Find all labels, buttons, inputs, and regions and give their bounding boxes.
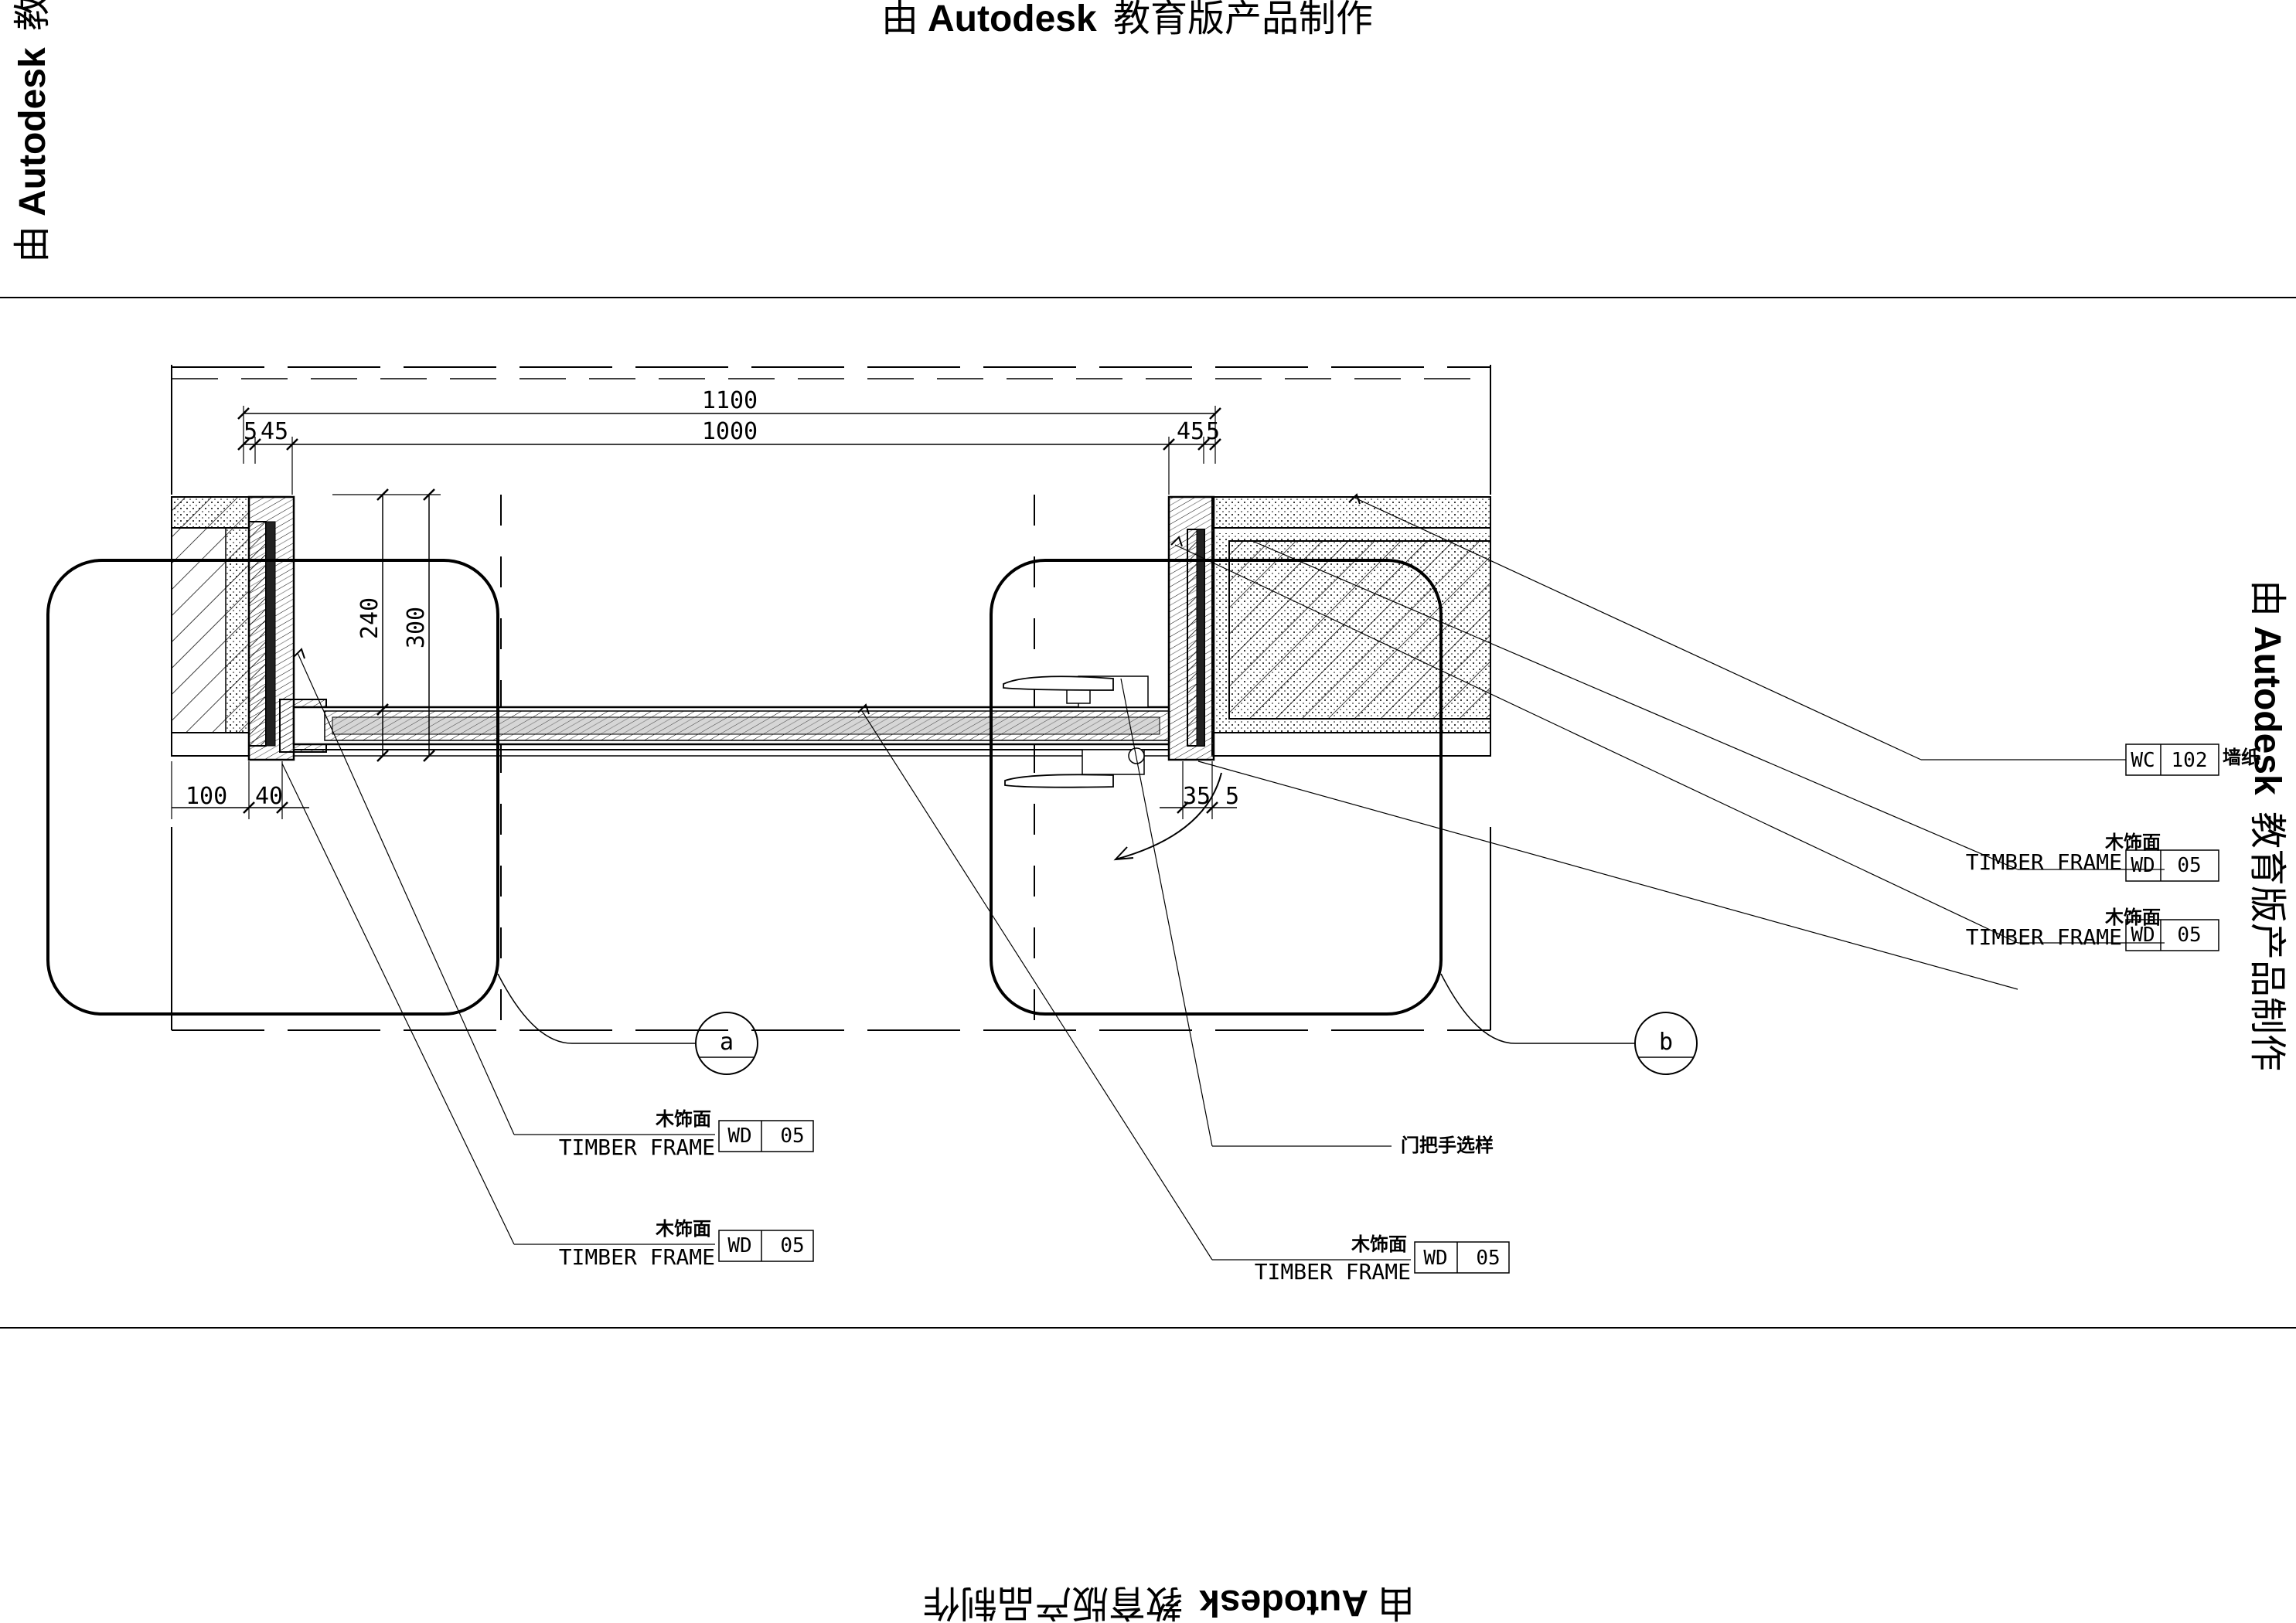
callout-timber-center-code: WD <box>1423 1247 1447 1270</box>
callout-timber-center: 木饰面 TIMBER FRAME WD 05 <box>1255 1233 1510 1284</box>
callout-timber-right-2-cn: 木饰面 <box>2104 907 2161 928</box>
watermark-top-prefix: 由 <box>881 0 918 39</box>
callout-timber-right-2: 木饰面 TIMBER FRAME WD 05 <box>1966 907 2219 951</box>
callout-timber-center-num: 05 <box>1476 1247 1500 1270</box>
callout-timber-right-1: 木饰面 TIMBER FRAME WD 05 <box>1966 832 2219 882</box>
watermark-bottom-brand: Autodesk <box>1199 1582 1368 1623</box>
callout-timber-right-2-code: WD <box>2131 924 2155 947</box>
detail-marker-a: a <box>497 973 758 1075</box>
drawing-frame <box>171 365 1491 1031</box>
dim-bottom-left-a: 100 <box>186 783 227 810</box>
section-mark-right <box>1348 493 1361 505</box>
callout-timber-left-2-cn: 木饰面 <box>655 1218 711 1240</box>
callout-timber-right-2-en: TIMBER FRAME <box>1966 924 2122 950</box>
watermark-right: 由 Autodesk 教育版产品制作 <box>2247 580 2287 1071</box>
detail-marker-b-label: b <box>1659 1029 1673 1056</box>
callout-timber-right-1-en: TIMBER FRAME <box>1966 849 2122 875</box>
watermark-top-brand: Autodesk <box>928 0 1097 39</box>
watermark-bottom-suffix: 教育版产品制作 <box>923 1582 1183 1623</box>
detail-boundary-b <box>990 559 1443 1016</box>
dim-right-offset-a: 5 <box>1206 418 1220 445</box>
dim-left-offset-b: 45 <box>261 418 288 445</box>
door-handle <box>1003 675 1149 788</box>
dim-bottom-left-b: 40 <box>255 783 283 810</box>
callout-wallpaper-note: 墙纸 <box>2223 747 2260 768</box>
door-leaf <box>292 706 1170 757</box>
callout-timber-left-1-en: TIMBER FRAME <box>559 1135 715 1160</box>
callout-wallpaper-code: WC <box>2131 749 2155 772</box>
callout-timber-left-2-code: WD <box>727 1234 751 1257</box>
callout-wallpaper-num: 102 <box>2172 749 2208 772</box>
watermark-left-suffix: 教育版产品制作 <box>12 0 53 31</box>
dim-left-offset-a: 5 <box>244 418 257 445</box>
section-mark-center <box>857 703 870 715</box>
section-mark-right-frame <box>1170 536 1183 547</box>
callout-timber-left-2: 木饰面 TIMBER FRAME WD 05 <box>559 1218 814 1270</box>
dim-door-width: 1000 <box>702 418 758 445</box>
dimension-lines <box>171 406 1237 819</box>
watermark-top-suffix: 教育版产品制作 <box>1113 0 1373 39</box>
section-mark-left <box>293 648 305 659</box>
detail-marker-a-label: a <box>720 1029 734 1056</box>
callout-timber-left-1-code: WD <box>727 1125 751 1148</box>
dim-overall-width: 1100 <box>702 387 758 414</box>
dim-bottom-right-a: 35 <box>1183 783 1211 810</box>
callout-timber-center-cn: 木饰面 <box>1351 1233 1407 1255</box>
callout-timber-right-1-num: 05 <box>2177 854 2201 877</box>
callout-timber-right-1-code: WD <box>2131 854 2155 877</box>
callout-timber-left-1: 木饰面 TIMBER FRAME WD 05 <box>559 1108 814 1160</box>
watermark-bottom: 由 Autodesk 教育版产品制作 <box>923 1582 1415 1623</box>
dim-vertical-a: 240 <box>356 597 383 639</box>
dim-bottom-right-b: 5 <box>1225 783 1239 810</box>
leader-lines <box>281 496 2165 1261</box>
watermark-left: 由 Autodesk 教育版产品制作 <box>12 0 53 263</box>
handle-selection-note: 门把手选样 <box>1401 1135 1494 1156</box>
watermark-top: 由 Autodesk 教育版产品制作 <box>881 0 1373 39</box>
watermark-right-prefix: 由 <box>2247 580 2287 617</box>
dim-right-offset-b: 45 <box>1177 418 1204 445</box>
dim-vertical-b: 300 <box>403 607 430 648</box>
detail-marker-b: b <box>1440 973 1698 1075</box>
callout-timber-center-en: TIMBER FRAME <box>1255 1259 1411 1284</box>
detail-boundary-a <box>46 559 499 1016</box>
callout-timber-left-2-num: 05 <box>780 1234 804 1257</box>
callout-timber-left-1-cn: 木饰面 <box>655 1108 711 1130</box>
watermark-right-brand: Autodesk <box>2247 626 2287 795</box>
callout-wallpaper: WC 102 墙纸 <box>2125 743 2260 776</box>
door-swing-arc <box>1115 772 1222 860</box>
callout-timber-left-1-num: 05 <box>780 1125 804 1148</box>
watermark-bottom-prefix: 由 <box>1378 1582 1415 1623</box>
door-swing-arrowhead <box>1113 846 1134 861</box>
callout-timber-left-2-en: TIMBER FRAME <box>559 1244 715 1270</box>
right-wall-section <box>1167 495 1491 761</box>
watermark-left-prefix: 由 <box>12 226 53 263</box>
callout-timber-right-2-num: 05 <box>2177 924 2201 947</box>
watermark-left-brand: Autodesk <box>12 47 53 216</box>
watermark-right-suffix: 教育版产品制作 <box>2247 812 2287 1071</box>
